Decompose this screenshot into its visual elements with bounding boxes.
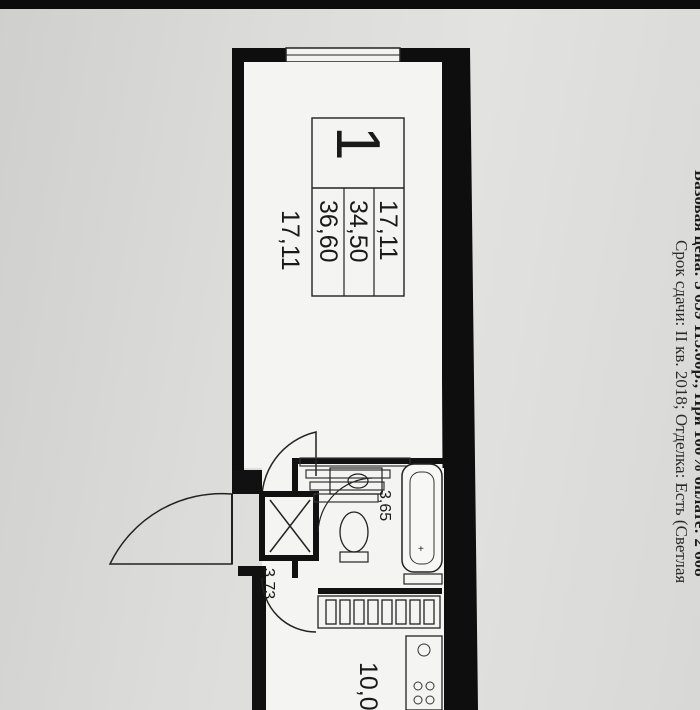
kitchen-counter (405, 635, 443, 710)
door-bathroom (261, 577, 317, 633)
area-table (311, 117, 405, 297)
wall-right-exterior (440, 48, 478, 710)
bathroom-area-label: 3,65 (376, 490, 393, 522)
wall-lower-left (252, 568, 266, 710)
kitchen-area-label: 10,0 (354, 662, 382, 710)
room-count-label: 1 (323, 126, 392, 161)
hall-area-label: 3,73 (260, 568, 277, 600)
top-black-bar (0, 0, 700, 9)
sink (329, 467, 383, 495)
svg-text:+: + (418, 544, 424, 555)
radiator (317, 595, 441, 629)
wall-bath-top (296, 458, 444, 464)
price-line: Базовая цена: 3 659 115.00р.; При 100% о… (691, 170, 700, 577)
bathtub (401, 463, 443, 573)
area-with-balcony: 36,60 (314, 200, 342, 263)
area-living: 17,11 (374, 200, 402, 261)
cooktop (413, 681, 435, 705)
door-entrance (108, 492, 233, 565)
wall-living-left (232, 52, 244, 470)
wall-entrance-left (232, 470, 262, 494)
folding-door (299, 457, 411, 503)
delivery-line: Срок сдачи: II кв. 2018; Отделка: Есть (… (672, 240, 691, 584)
living-room-area-label: 17,11 (276, 210, 304, 271)
area-total: 34,50 (344, 200, 372, 263)
